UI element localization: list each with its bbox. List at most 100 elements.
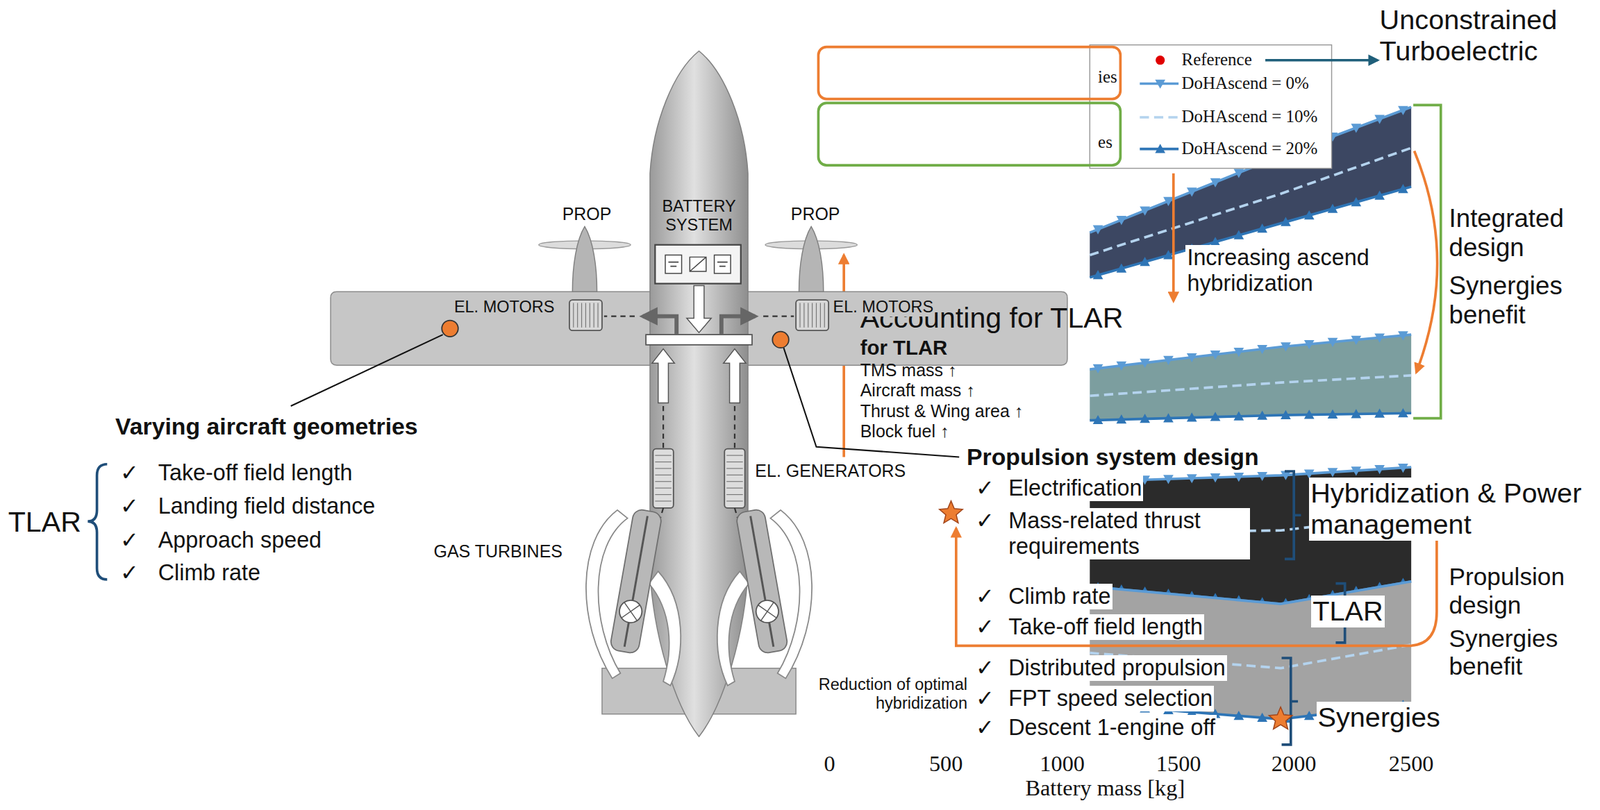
label: Mass-related thrust requirements: [1006, 508, 1250, 560]
motor: [795, 300, 829, 331]
green-box: [818, 102, 1121, 166]
spinner: [572, 226, 597, 292]
motor: [569, 300, 603, 331]
coil-stroke: [820, 303, 821, 328]
spinner: [799, 226, 824, 292]
coil-stroke: [593, 303, 595, 328]
legend-text: Reference: [1181, 50, 1253, 71]
label: Electrification: [1006, 475, 1144, 502]
power-arrow: [652, 349, 675, 404]
orange-box: [818, 47, 1121, 100]
label: TLAR: [1311, 595, 1385, 628]
marker-triangle: [1186, 353, 1198, 363]
label: Take-off field length: [1006, 614, 1205, 641]
marker-triangle: [1256, 223, 1268, 233]
label: ✓: [120, 493, 139, 520]
marker-triangle: [1374, 333, 1385, 343]
legend-box: [1089, 45, 1332, 169]
marker-triangle: [1186, 412, 1198, 422]
label: Synergies benefit: [1449, 271, 1600, 330]
marker-triangle: [1397, 106, 1409, 116]
marker-triangle: [1233, 472, 1244, 482]
marker-triangle: [1350, 197, 1362, 207]
marker-triangle: [1327, 203, 1339, 213]
label: Synergies: [1316, 702, 1442, 735]
marker-triangle: [1186, 474, 1198, 484]
label: Hybridization & Power management: [1309, 477, 1588, 541]
label: ✓: [974, 715, 996, 741]
star: [939, 501, 964, 524]
label: Descent 1-engine off: [1006, 715, 1217, 741]
turbine-shaft: [750, 515, 774, 647]
generator: [652, 449, 673, 509]
coil-stroke: [803, 303, 805, 328]
marker-triangle: [1256, 345, 1268, 355]
label: Distributed propulsion: [1006, 655, 1228, 682]
label: ✓: [974, 508, 996, 535]
coil-stroke: [726, 455, 744, 457]
label: 0: [793, 751, 866, 778]
label: 1000: [1026, 751, 1098, 778]
marker-triangle: [1397, 408, 1409, 418]
marker-triangle: [1233, 230, 1244, 240]
marker-triangle: [1116, 263, 1128, 273]
label: GAS TURBINES: [433, 541, 562, 562]
marker-triangle: [1280, 410, 1291, 420]
gas-turbine: [717, 509, 812, 687]
bracket: [1284, 471, 1302, 560]
location-dot: [441, 320, 459, 338]
label: 500: [910, 751, 982, 778]
label: Battery mass [kg]: [952, 775, 1259, 802]
coil-stroke: [585, 303, 587, 328]
turbine-shaft: [624, 515, 648, 647]
power-arrow: [686, 286, 712, 334]
dashed-wire: [662, 406, 664, 450]
coil-stroke: [654, 461, 672, 463]
label: Synergies benefit: [1449, 625, 1600, 682]
marker-triangle: [1154, 79, 1166, 89]
marker-triangle: [1256, 411, 1268, 421]
label: Propulsion system design: [965, 443, 1260, 471]
marker-triangle: [1186, 187, 1198, 197]
turbine-body: [609, 509, 663, 655]
dashed-wire: [734, 406, 736, 450]
location-dot: [772, 331, 789, 349]
label: ✓: [974, 655, 996, 682]
marker-triangle: [1327, 409, 1339, 419]
marker-triangle: [1304, 340, 1315, 350]
label: EL. GENERATORS: [754, 461, 906, 482]
doh-10-line: [1089, 375, 1412, 396]
coil-stroke: [726, 461, 744, 463]
marker-triangle: [1233, 711, 1244, 721]
doh-20-line: [1089, 413, 1412, 421]
marker-triangle: [1139, 256, 1150, 266]
marker-triangle: [1210, 473, 1221, 483]
doh-0-line: [1089, 334, 1412, 370]
marker-triangle: [1116, 215, 1128, 225]
marker-triangle: [1116, 361, 1128, 371]
marker-triangle: [1210, 350, 1221, 360]
battery-cell: [714, 254, 732, 273]
legend-text: DoHAscend = 10%: [1181, 106, 1319, 128]
marker-triangle: [1304, 711, 1315, 721]
marker-triangle: [1350, 409, 1362, 419]
coil-stroke: [654, 500, 672, 502]
label: Climb rate: [158, 560, 261, 587]
turbine-casing: [735, 509, 789, 655]
coil-stroke: [572, 303, 574, 328]
label: EL. MOTORS: [454, 297, 555, 317]
marker-triangle: [1163, 250, 1174, 260]
label: ✓: [974, 686, 996, 712]
marker-triangle: [1304, 210, 1315, 220]
marker-triangle: [1350, 336, 1362, 346]
label: EL. MOTORS: [831, 297, 936, 317]
marker-triangle: [1210, 411, 1221, 421]
legend-sample-line: [1139, 115, 1179, 119]
label: Block fuel ↑: [860, 421, 950, 442]
fan-blades: [757, 602, 777, 621]
label: ✓: [120, 527, 139, 554]
green-bracket: [1413, 104, 1441, 419]
coil-stroke: [815, 303, 817, 328]
battery-box: [654, 245, 741, 285]
